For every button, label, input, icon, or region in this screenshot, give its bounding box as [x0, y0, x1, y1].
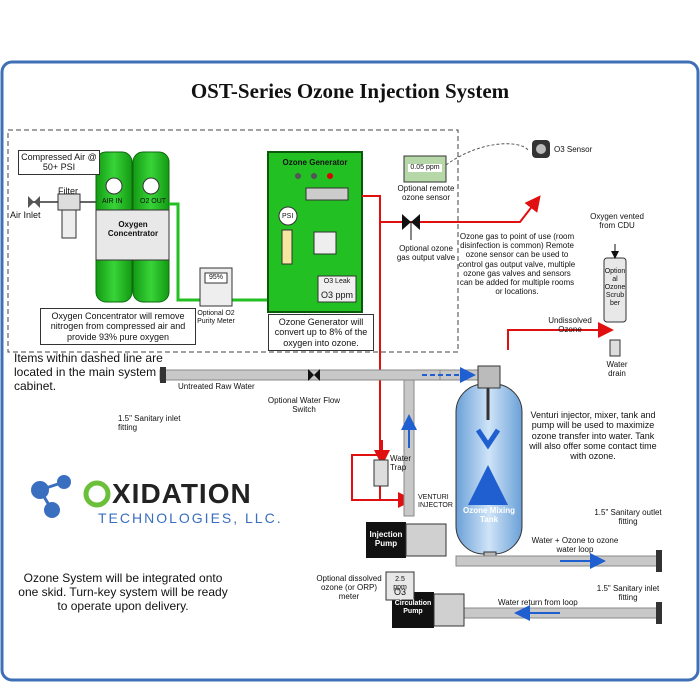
- raw-water-label: Untreated Raw Water: [178, 382, 255, 391]
- pressure-gauge-icon: [278, 206, 298, 226]
- gas-note: Ozone gas to point of use (room disinfec…: [458, 232, 576, 297]
- flowmeter-icon: [281, 229, 293, 265]
- logo-subtitle: TECHNOLOGIES, LLC.: [98, 510, 283, 526]
- o3-sensor-label: O3 Sensor: [554, 145, 593, 154]
- water-drain-label: Water drain: [606, 360, 628, 379]
- purity-reading: 95%: [208, 274, 223, 281]
- flow-switch-label: Optional Water Flow Switch: [267, 396, 341, 415]
- dissolved-meter-icon: [385, 571, 415, 601]
- concentrator-label: Oxygen Concentrator: [107, 220, 159, 239]
- injection-pump-label: Injection Pump: [369, 530, 403, 549]
- remote-sensor-reading: 0.05 ppm: [408, 164, 442, 173]
- generator-label: Ozone Generator: [282, 158, 348, 167]
- purity-meter-label: Optional O2 Purity Meter: [197, 310, 235, 326]
- ozone-generator: [267, 151, 363, 313]
- mixer-note: Venturi injector, mixer, tank and pump w…: [529, 410, 657, 462]
- water-ozone-label: Water + Ozone to ozone water loop: [531, 536, 619, 555]
- dissolved-reading: 2.5 ppm: [393, 576, 407, 592]
- mixing-tank-label: Ozone Mixing Tank: [463, 506, 515, 525]
- outer-frame: [0, 60, 700, 682]
- flow-switch-icon: [308, 369, 320, 381]
- inlet-valve-icon: [28, 196, 40, 208]
- air-in-label: AIR IN: [102, 198, 123, 205]
- gas-valve-label: Optional ozone gas output valve: [396, 244, 456, 263]
- logo-mark: [31, 475, 111, 518]
- page-title: OST-Series Ozone Injection System: [190, 79, 510, 103]
- outlet-fitting-label: 1.5" Sanitary outlet fitting: [594, 508, 662, 527]
- air-in-gauge-icon: [105, 177, 123, 195]
- inlet-fitting-label: 1.5" Sanitary inlet fitting: [118, 414, 181, 433]
- outlet-pipe: [455, 555, 661, 567]
- compressed-air-label: Compressed Air @ 50+ PSI: [18, 150, 100, 175]
- injection-pump: [366, 522, 447, 558]
- concentrator-note: Oxygen Concentrator will remove nitrogen…: [40, 308, 196, 346]
- oxygen-vented-label: Oxygen vented from CDU: [590, 212, 644, 231]
- undissolved-ozone-line: [507, 322, 614, 350]
- mixing-tank: [455, 365, 523, 567]
- air-inlet-label: Air Inlet: [10, 210, 41, 220]
- transformer-icon: [313, 231, 337, 255]
- water-trap-icon: [373, 459, 389, 487]
- ozone-cell-icon: [305, 187, 349, 201]
- generator-note: Ozone Generator will convert up to 8% of…: [268, 314, 374, 352]
- circulation-pump-label: Circulation Pump: [394, 600, 432, 616]
- ozone-monitor-icon: [317, 275, 357, 303]
- raw-water-pipe: [159, 369, 441, 381]
- o3-leak-label: O3 Leak: [323, 278, 351, 285]
- filter-label: Filter: [58, 186, 78, 196]
- psi-label: PSI: [282, 213, 294, 220]
- dashed-note: Items within dashed line are located in …: [14, 351, 163, 393]
- o3-ppm-label: O3 ppm: [320, 290, 353, 300]
- scrubber-label: Optional Ozone Scrubber: [604, 268, 626, 308]
- o2-out-label: O2 OUT: [140, 198, 167, 205]
- filter-icon: [57, 193, 81, 211]
- skid-note: Ozone System will be integrated onto one…: [18, 571, 228, 613]
- remote-sensor-label: Optional remote ozone sensor: [397, 184, 455, 203]
- dissolved-meter-label: Optional dissolved ozone (or ORP) meter: [316, 574, 382, 602]
- cabinet-boundary: [7, 129, 459, 353]
- undissolved-label: Undissolved Ozone: [548, 316, 592, 335]
- dissolved-o3-label: O3: [393, 587, 406, 597]
- water-trap-label: Water Trap: [390, 454, 412, 473]
- oxygen-concentrator: [95, 151, 170, 303]
- water-return-label: Water return from loop: [498, 598, 578, 607]
- venturi-label: VENTURI INJECTOR: [418, 494, 453, 510]
- logo-word: XIDATION: [112, 478, 252, 509]
- inlet-fitting-2-label: 1.5" Sanitary inlet fitting: [596, 584, 660, 603]
- o2-out-gauge-icon: [142, 177, 160, 195]
